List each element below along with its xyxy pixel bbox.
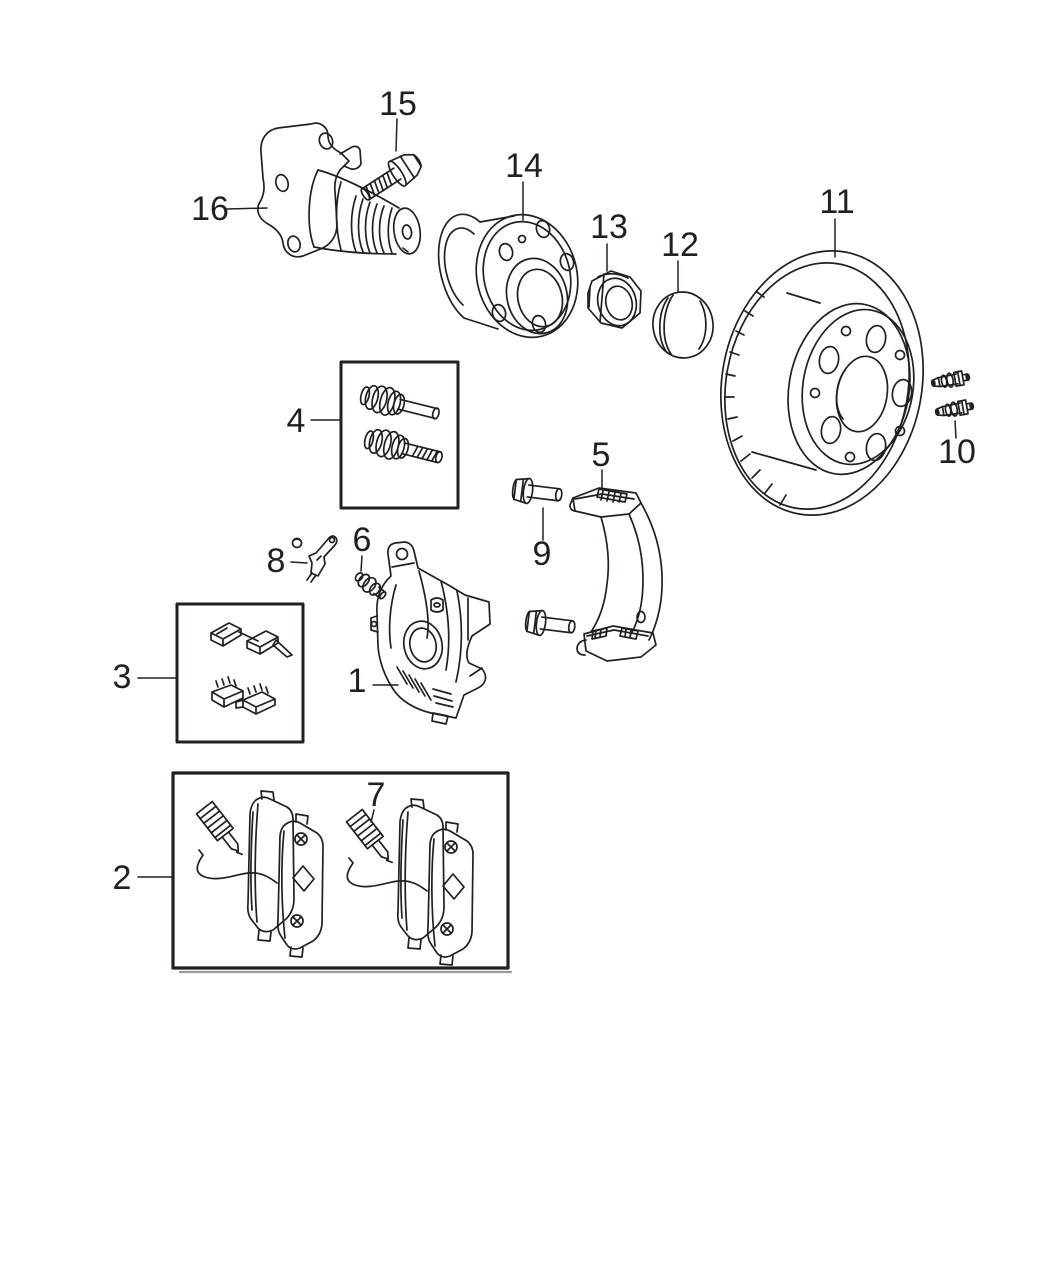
part-11-brake-rotor <box>719 250 925 516</box>
part-9-adapter-bolts <box>511 477 576 637</box>
callout-12: 12 <box>661 226 699 264</box>
callout-16: 16 <box>191 190 229 228</box>
part-3-clip-kit-box <box>175 602 305 744</box>
callout-11: 11 <box>819 183 855 221</box>
callout-15: 15 <box>379 85 417 123</box>
pad-set-left <box>195 790 324 958</box>
callout-9: 9 <box>532 535 552 573</box>
callout-13: 13 <box>590 208 628 246</box>
part-13-hub-nut <box>587 270 642 329</box>
callout-1: 1 <box>347 662 367 700</box>
callout-5: 5 <box>591 436 611 474</box>
part-15-flange-bolt <box>360 153 423 201</box>
pad-set-right <box>345 798 474 966</box>
part-2-brake-pad-kit-box <box>171 771 513 974</box>
part-5-caliper-adapter <box>569 487 663 662</box>
part-6-bleeder-screw <box>354 571 387 600</box>
leader-lines <box>137 118 957 878</box>
callout-8: 8 <box>266 542 286 580</box>
part-10-retaining-screws <box>930 370 975 417</box>
part-4-guide-pin-kit-box <box>339 360 460 510</box>
callout-2: 2 <box>112 859 132 897</box>
callout-3: 3 <box>112 658 132 696</box>
part-14-wheel-hub <box>437 213 579 339</box>
callout-10: 10 <box>938 433 976 471</box>
part-8-sensor-bracket <box>291 535 338 583</box>
callout-4: 4 <box>286 402 306 440</box>
part-12-dust-cap <box>652 291 714 359</box>
part-1-brake-caliper <box>370 541 491 725</box>
callout-6: 6 <box>352 521 372 559</box>
callout-7: 7 <box>366 776 386 814</box>
part-16-stub-axle <box>257 122 422 258</box>
callout-14: 14 <box>505 147 543 185</box>
